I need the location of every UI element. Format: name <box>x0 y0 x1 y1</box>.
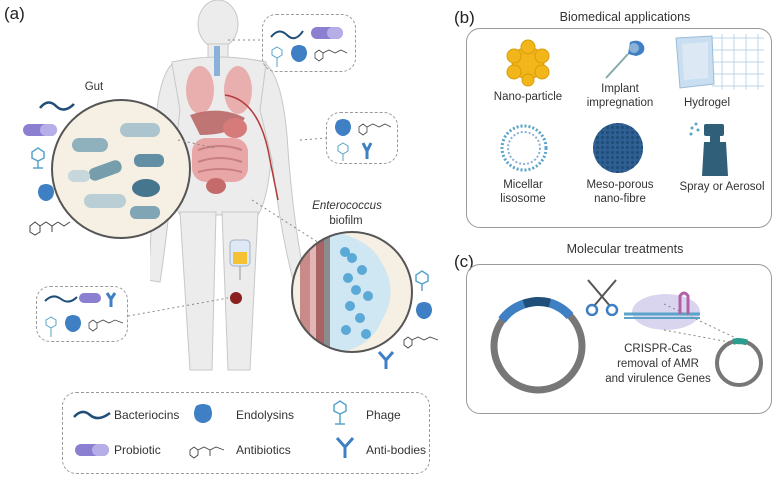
plasmid-small-icon <box>712 336 766 390</box>
legend-probiotic-label: Probiotic <box>114 443 161 457</box>
panel-b-letter: (b) <box>454 8 475 27</box>
spray-label: Spray or Aerosol <box>679 181 765 193</box>
respiratory-treatment-box <box>262 14 356 72</box>
biofilm-antibiotic-icon <box>400 330 446 350</box>
gut-magnified-circle <box>50 98 192 240</box>
scissors-icon <box>584 276 620 316</box>
endolysin-icon <box>36 182 56 204</box>
phage-icon <box>30 147 46 169</box>
liposome-icon <box>496 120 552 176</box>
legend-antibiotics-label: Antibiotics <box>236 443 291 457</box>
legend-endolysins-label: Endolysins <box>236 408 295 422</box>
probiotic-icon <box>22 123 58 137</box>
spray-icon <box>688 120 738 178</box>
legend-antibodies-icon <box>334 436 356 460</box>
implant-label: Implant impregnation <box>586 83 654 109</box>
panel-a-letter: (a) <box>4 4 25 23</box>
connector-lines <box>0 0 470 380</box>
legend-endolysins-icon <box>192 402 214 426</box>
implant-icon <box>600 36 650 82</box>
wound-treatment-box <box>36 286 128 342</box>
biofilm-endolysin-icon <box>414 300 434 322</box>
gut-label: Gut <box>84 81 104 93</box>
legend-antibiotics-icon <box>186 438 232 460</box>
biofilm-phage-icon <box>414 270 430 292</box>
hydrogel-icon <box>672 32 766 90</box>
blood-treatment-box <box>326 112 398 164</box>
antibiotic-icon <box>26 214 72 236</box>
nanofibre-icon <box>590 120 646 176</box>
biofilm-magnified-circle <box>290 230 414 354</box>
biofilm-antibody-icon <box>376 350 396 370</box>
crispr-text-line3: and virulence Genes <box>605 373 711 385</box>
legend-probiotic-icon <box>74 443 110 457</box>
nanoparticle-label: Nano-particle <box>493 91 563 103</box>
hydrogel-label: Hydrogel <box>683 97 731 109</box>
panel-c-letter: (c) <box>454 252 474 271</box>
biomedical-applications-box <box>466 28 772 228</box>
plasmid-large-icon <box>488 292 588 396</box>
liposome-label: Micellar lisosome <box>500 179 546 205</box>
crispr-text-line2: removal of AMR <box>617 358 699 370</box>
biofilm-label: biofilm <box>329 215 363 227</box>
zoom-lines <box>660 300 750 350</box>
nanoparticle-icon <box>500 38 556 88</box>
legend-antibodies-label: Anti-bodies <box>366 443 427 457</box>
biofilm-species-label: Enterococcus <box>312 200 382 212</box>
bacteriocin-icon <box>38 98 78 112</box>
crispr-cas-complex-icon <box>622 288 702 338</box>
crispr-text-line1: CRISPR-Cas <box>624 343 692 355</box>
legend-bacteriocins-label: Bacteriocins <box>114 408 180 422</box>
molecular-treatments-box <box>466 264 772 414</box>
nanofibre-label: Meso-porous nano-fibre <box>586 179 654 205</box>
legend-bacteriocins-icon <box>72 408 112 422</box>
legend-phage-label: Phage <box>366 408 401 422</box>
panel-b-title: Biomedical applications <box>559 10 691 24</box>
legend-phage-icon <box>332 400 348 426</box>
legend-box <box>62 392 430 474</box>
panel-c-title: Molecular treatments <box>566 242 684 256</box>
